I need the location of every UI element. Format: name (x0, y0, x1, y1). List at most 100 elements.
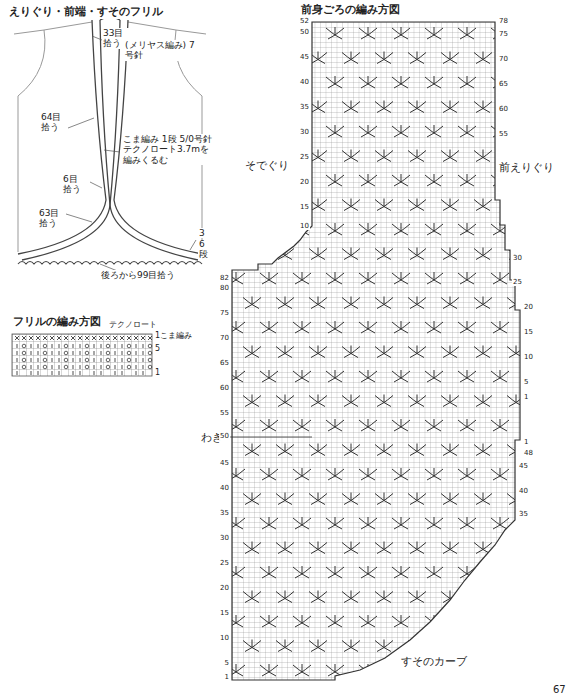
stitch-motif (227, 566, 245, 578)
stitch-motif (375, 52, 393, 64)
stitch-motif (441, 199, 459, 211)
chain-symbol (64, 351, 68, 355)
stitch-motif (309, 297, 327, 309)
frill-edge (18, 20, 106, 254)
stitch-motif (441, 101, 459, 113)
knit-symbol (136, 351, 137, 355)
chain-symbol (148, 358, 152, 362)
stitch-motif (458, 468, 476, 480)
chart-label: 1 (154, 368, 161, 377)
chart-label: 64目 拾う (40, 112, 68, 133)
stitch-motif (260, 370, 278, 382)
stitch-motif (260, 615, 278, 627)
stitch-motif (326, 615, 344, 627)
sc-symbol (120, 336, 124, 340)
knit-symbol (52, 358, 53, 362)
stitch-motif (458, 517, 476, 529)
chain-symbol (85, 358, 89, 362)
row-number: 1 (224, 673, 230, 681)
stitch-motif (326, 566, 344, 578)
stitch-motif (375, 542, 393, 554)
stitch-motif (408, 640, 426, 652)
frill-grid (12, 334, 152, 376)
knit-symbol (143, 351, 144, 355)
knit-symbol (38, 365, 39, 369)
sc-symbol (64, 336, 68, 340)
stitch-motif (375, 150, 393, 162)
stitch-motif (392, 27, 410, 39)
stitch-motif (243, 199, 261, 211)
stitch-motif (392, 321, 410, 333)
chain-symbol (127, 358, 131, 362)
stitch-motif (227, 419, 245, 431)
stitch-motif (507, 542, 525, 554)
sc-symbol (78, 336, 82, 340)
chain-symbol (148, 344, 152, 348)
stitch-motif (458, 370, 476, 382)
knit-symbol (94, 358, 95, 362)
stitch-motif (458, 321, 476, 333)
stitch-motif (458, 125, 476, 137)
stitch-motif (342, 199, 360, 211)
stitch-motif (293, 223, 311, 235)
stitch-motif (227, 125, 245, 137)
stitch-motif (243, 542, 261, 554)
row-number: 25 (219, 559, 230, 567)
stitch-motif (524, 664, 542, 676)
stitch-motif (441, 52, 459, 64)
knit-symbol (80, 351, 81, 355)
sc-symbol (85, 336, 89, 340)
stitch-motif (260, 566, 278, 578)
knit-symbol (31, 371, 32, 375)
knit-symbol (101, 365, 102, 369)
stitch-motif (441, 248, 459, 260)
stitch-motif (309, 444, 327, 456)
row-number: 65 (498, 80, 509, 88)
row-number: 1 (523, 393, 529, 401)
knit-symbol (122, 351, 123, 355)
stitch-motif (458, 223, 476, 235)
stitch-motif (243, 640, 261, 652)
stitch-motif (408, 52, 426, 64)
stitch-motif (227, 223, 245, 235)
stitch-motif (342, 444, 360, 456)
stitch-motif (309, 591, 327, 603)
stitch-motif (375, 640, 393, 652)
sc-symbol (43, 336, 47, 340)
stitch-motif (491, 76, 509, 88)
stitch-motif (441, 346, 459, 358)
stitch-motif (540, 297, 558, 309)
chart-grid (232, 22, 520, 680)
knit-symbol (17, 371, 18, 375)
stitch-motif (359, 223, 377, 235)
stitch-motif (243, 395, 261, 407)
knit-symbol (136, 371, 137, 375)
sc-symbol (148, 336, 152, 340)
stitch-motif (276, 101, 294, 113)
chart-label: 後ろから99目拾う (100, 270, 176, 280)
knit-symbol (52, 365, 53, 369)
stitch-motif (474, 444, 492, 456)
stitch-motif (342, 542, 360, 554)
stitch-motif (425, 272, 443, 284)
stitch-motif (293, 125, 311, 137)
stitch-motif (260, 223, 278, 235)
chain-symbol (22, 351, 26, 355)
stitch-motif (491, 517, 509, 529)
stitch-motif (276, 493, 294, 505)
stitch-motif (309, 346, 327, 358)
stitch-motif (293, 664, 311, 676)
row-number: 25 (299, 153, 310, 161)
stitch-motif (408, 101, 426, 113)
row-number: 15 (219, 609, 230, 617)
knit-symbol (38, 371, 39, 375)
stitch-motif (375, 101, 393, 113)
stitch-motif (276, 346, 294, 358)
chain-symbol (43, 344, 47, 348)
stitch-motif (474, 346, 492, 358)
sc-symbol (113, 336, 117, 340)
stitch-motif (326, 468, 344, 480)
stitch-motif (260, 76, 278, 88)
